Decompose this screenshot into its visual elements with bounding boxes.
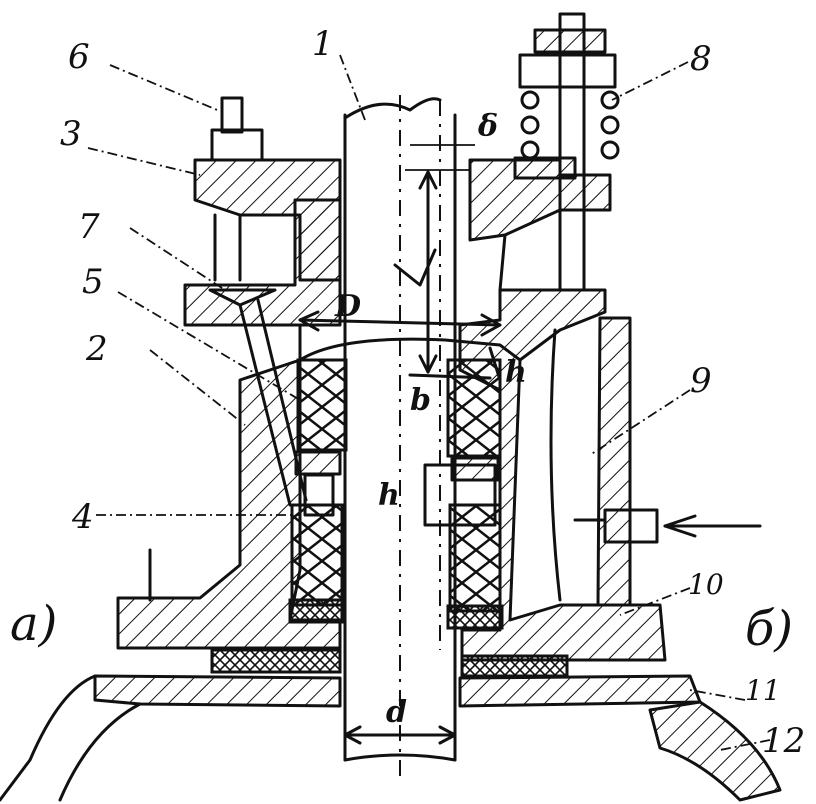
packing-left — [288, 358, 348, 624]
dimension-delta: δ — [410, 109, 498, 146]
part-label-12: 12 — [762, 721, 805, 761]
part-label-8: 8 — [690, 39, 712, 79]
subfigure-label-a: a) — [10, 596, 57, 652]
part-label-11: 11 — [745, 674, 781, 707]
part-label-6: 6 — [68, 37, 90, 77]
shaft — [343, 95, 457, 780]
dimension-d-label: d — [386, 695, 407, 730]
roughness-mark — [393, 248, 437, 287]
part-label-1: 1 — [312, 24, 334, 64]
part-label-7: 7 — [78, 207, 100, 247]
vessel-lid — [0, 674, 782, 802]
dimension-D: D — [298, 289, 502, 337]
part-label-4: 4 — [71, 497, 94, 537]
gland-lip — [298, 337, 522, 362]
dimension-b: b — [408, 373, 492, 418]
dimension-h-label: h — [505, 355, 527, 390]
lantern-ring — [303, 463, 497, 527]
packing-right — [446, 358, 504, 630]
dimension-delta-label: δ — [477, 109, 498, 144]
leader-lines — [87, 54, 771, 751]
gland-bolt — [210, 96, 264, 282]
base-gasket — [210, 648, 342, 674]
part-label-3: 3 — [60, 114, 82, 154]
dimension-height — [405, 169, 470, 374]
spring-coils — [520, 90, 620, 160]
dimension-D-label: D — [334, 289, 361, 324]
dimension-d: d — [343, 695, 457, 745]
dimension-h: h — [488, 346, 527, 390]
part-label-9: 9 — [690, 361, 712, 401]
part-label-5: 5 — [82, 262, 104, 302]
dimension-b-label: b — [410, 383, 431, 418]
subfigure-label-b: б) — [745, 601, 793, 657]
spring-bolt — [513, 12, 620, 292]
cooling-jacket — [549, 316, 762, 607]
dimension-h-small-label: h — [378, 478, 400, 513]
part-label-2: 2 — [85, 329, 108, 369]
part-label-10: 10 — [688, 568, 724, 601]
